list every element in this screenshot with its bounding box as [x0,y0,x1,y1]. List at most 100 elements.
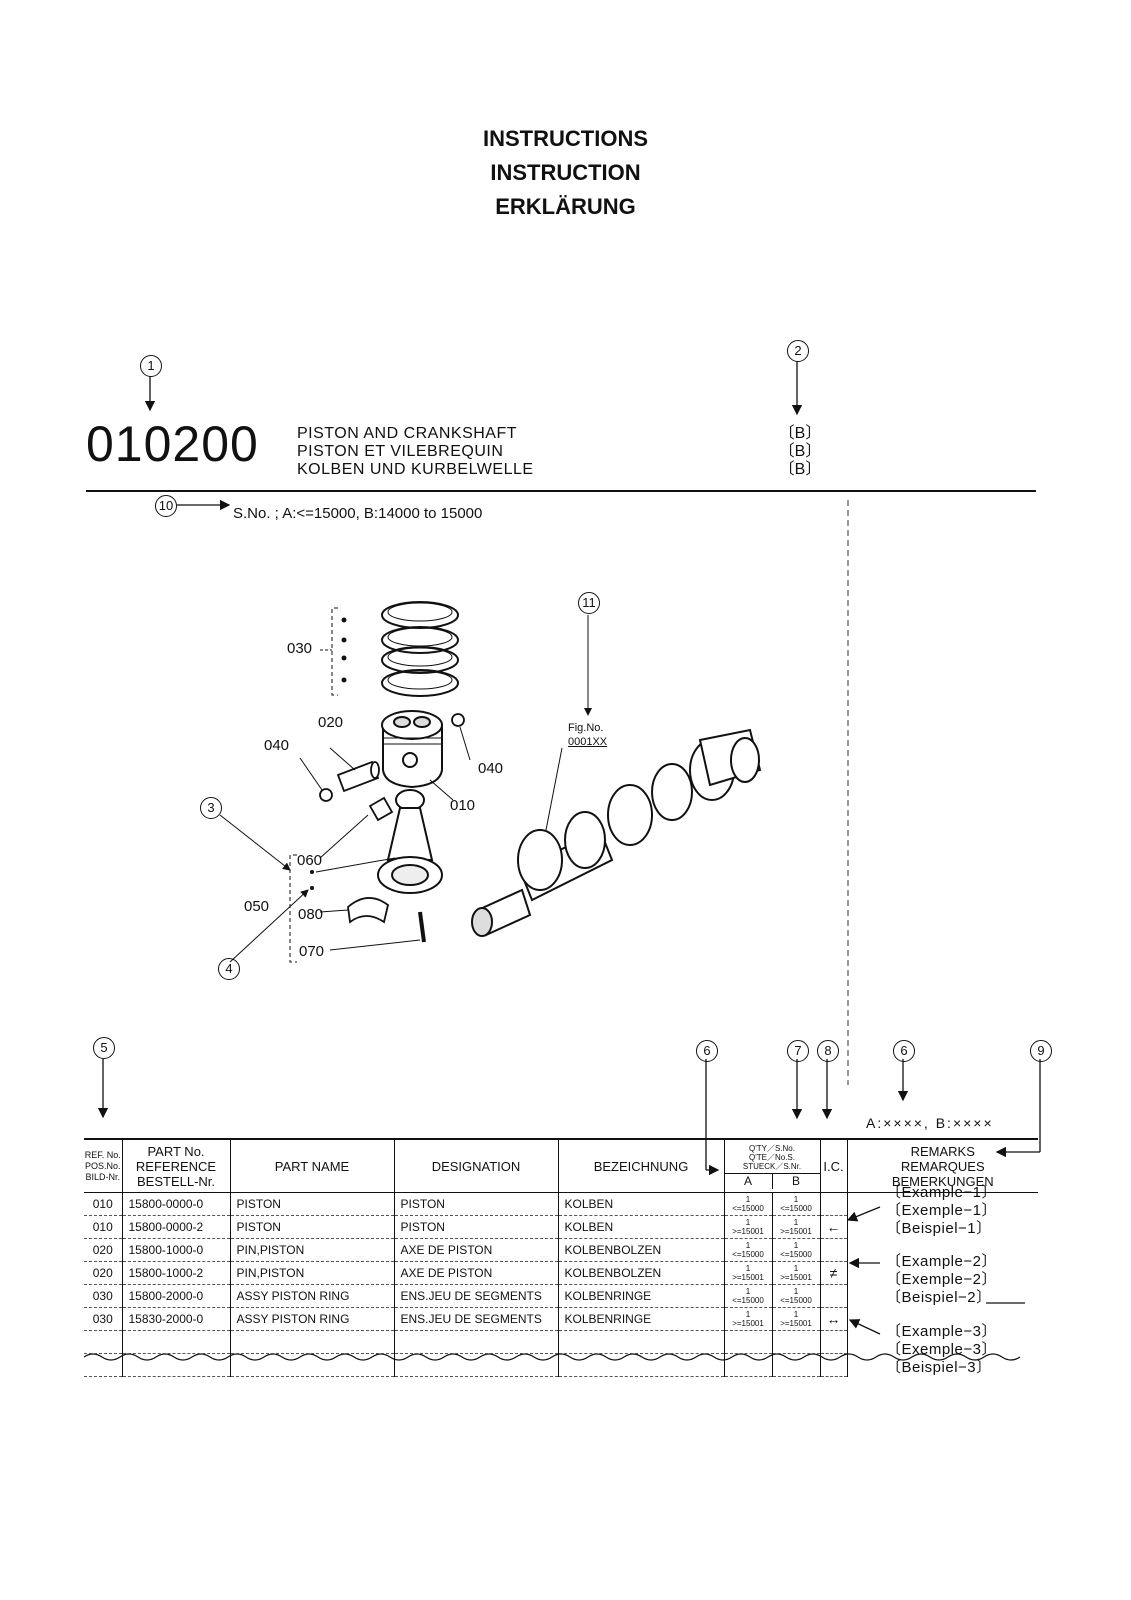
header-ref-fr: POS.No. [84,1160,121,1171]
bezeichnung-cell: KOLBENBOLZEN [557,1238,724,1262]
qty-b-serial: >=15001 [780,1319,812,1328]
empty-cell [393,1330,558,1354]
callout-10: 10 [155,495,177,517]
ref-cell: 030 [84,1307,122,1331]
qty-b-count: 1 [793,1310,799,1319]
part-no-cell: 15800-0000-0 [121,1192,230,1216]
rod-bolt [418,911,426,943]
ref-cell: 030 [84,1284,122,1308]
header-col-b: B [791,1173,800,1188]
header-part-no: PART No. REFERENCE BESTELL-Nr. [121,1138,230,1193]
example-1-group: 〔Example−1〕 〔Exemple−1〕 〔Beispiel−1〕 [886,1184,997,1238]
qty-b-count: 1 [793,1264,799,1273]
qty-b-serial: <=15000 [780,1204,812,1213]
bushing [368,796,394,822]
qty-b-cell: 1<=15000 [771,1238,820,1262]
callout-8: 8 [817,1040,839,1062]
callout-6-b: 6 [893,1040,915,1062]
page-titles: INSTRUCTIONS INSTRUCTION ERKLÄRUNG [0,122,1131,224]
header-qty: Q'TY／S.No. Q'TE／No.S. STUECK／S.Nr. A B [723,1138,820,1193]
qty-b-serial: <=15000 [780,1296,812,1305]
designation-cell: AXE DE PISTON [393,1261,558,1285]
qty-b-cell: 1>=15001 [771,1215,820,1239]
designation-cell: ENS.JEU DE SEGMENTS [393,1307,558,1331]
header-remarks: REMARKS REMARQUES BEMERKUNGEN [846,1138,1038,1193]
qty-a-cell: 1>=15001 [723,1307,772,1331]
designation-cell: ENS.JEU DE SEGMENTS [393,1284,558,1308]
title-de: ERKLÄRUNG [495,194,636,219]
part-no-cell: 15800-0000-2 [121,1215,230,1239]
designation-cell: AXE DE PISTON [393,1238,558,1262]
callout-4: 4 [218,958,240,980]
parts-table: REF. No. POS.No. BILD-Nr. PART No. REFER… [84,1138,1038,1377]
ic-cell [819,1238,847,1262]
label-050: 050 [244,898,270,915]
ref-cell: 010 [84,1215,122,1239]
header-remarks-fr: REMARQUES [900,1158,985,1174]
empty-cell [121,1330,230,1354]
serial-note: S.No. ; A:<=15000, B:14000 to 15000 [233,505,483,522]
qty-b-cell: 1>=15001 [771,1261,820,1285]
ref-cell: 020 [84,1238,122,1262]
empty-row [84,1353,1038,1377]
example-2-fr: 〔Exemple−2〕 [886,1271,997,1288]
callout-7: 7 [787,1040,809,1062]
qty-b-count: 1 [793,1287,799,1296]
group-code-1: 〔B〕 [778,425,822,442]
piston-rings [381,601,459,697]
qty-a-serial: >=15001 [732,1273,764,1282]
header-remarks-de: BEMERKUNGEN [891,1173,994,1189]
empty-cell [557,1330,724,1354]
header-qty-de: STUECK／S.Nr. [742,1161,802,1171]
crankshaft [471,728,762,937]
rod-bracket [289,854,297,963]
header-rule [86,490,1036,492]
example-1-fr: 〔Exemple−1〕 [886,1202,997,1219]
empty-cell [557,1353,724,1377]
title-en: INSTRUCTIONS [483,126,648,151]
example-2-de: 〔Beispiel−2〕 [886,1289,992,1306]
qty-b-count: 1 [793,1195,799,1204]
remarks-cell [846,1261,1038,1285]
designation-cell: PISTON [393,1215,558,1239]
bezeichnung-cell: KOLBENBOLZEN [557,1261,724,1285]
part-name-cell: ASSY PISTON RING [229,1284,394,1308]
label-030: 030 [287,640,313,657]
piston-body [381,710,443,789]
part-no-cell: 15800-2000-0 [121,1284,230,1308]
label-040-right: 040 [478,760,504,777]
qty-b-cell: 1<=15000 [771,1192,820,1216]
remarks-cell [846,1238,1038,1262]
qty-a-count: 1 [745,1264,751,1273]
qty-a-count: 1 [745,1241,751,1250]
header-ref: REF. No. POS.No. BILD-Nr. [84,1138,122,1193]
qty-a-count: 1 [745,1310,751,1319]
example-1-de: 〔Beispiel−1〕 [886,1220,992,1237]
header-remarks-en: REMARKS [910,1143,975,1159]
empty-cell [121,1353,230,1377]
group-code-3: 〔B〕 [778,461,822,478]
part-name-cell: PIN,PISTON [229,1238,394,1262]
remarks-cell [846,1284,1038,1308]
header-part-no-de: BESTELL-Nr. [136,1173,216,1189]
qty-a-serial: >=15001 [732,1319,764,1328]
label-070: 070 [299,943,325,960]
empty-cell [723,1353,772,1377]
qty-b-count: 1 [793,1241,799,1250]
empty-cell [819,1353,847,1377]
title-fr: INSTRUCTION [490,160,641,185]
fig-number: 0001XX [568,736,608,748]
ic-cell: ↔ [819,1307,847,1331]
header-ic: I.C. [819,1138,847,1193]
qty-a-serial: >=15001 [732,1227,764,1236]
empty-cell [846,1353,1038,1377]
empty-cell [771,1330,820,1354]
ref-cell: 020 [84,1261,122,1285]
ring-bracket [320,607,347,696]
label-020: 020 [318,714,344,731]
piston-pin [336,760,380,793]
